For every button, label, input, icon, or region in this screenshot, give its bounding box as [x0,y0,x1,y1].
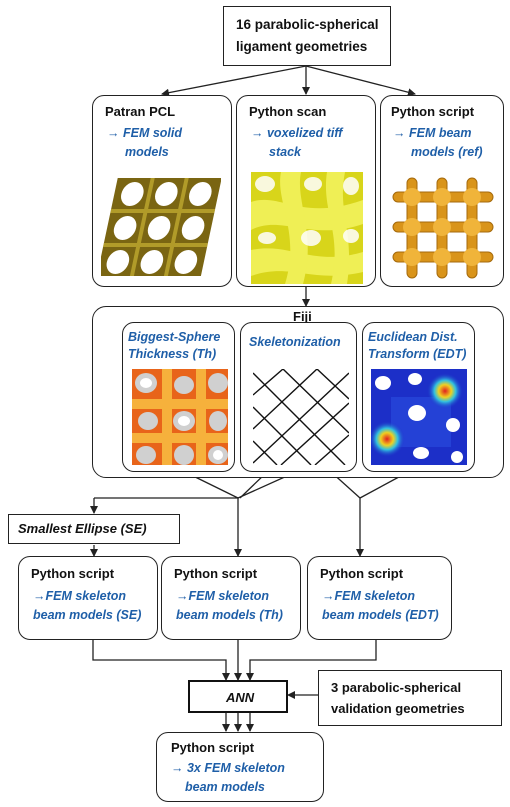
edt-label-line1: Euclidean Dist. [368,330,458,344]
thickness-map-image [132,369,228,465]
thickness-label: Biggest-Sphere Thickness (Th) [128,329,220,363]
python-script-ref-output: → FEM beam models (ref) [393,124,483,162]
arrow-right-icon: → [251,126,264,140]
python-script-th-output-line1: →FEM skeleton [176,589,270,603]
python-scan-output-line1: voxelized tiff [266,126,343,140]
edt-label: Euclidean Dist. Transform (EDT) [368,329,466,363]
thickness-label-line1: Biggest-Sphere [128,330,221,344]
validation-line2: validation geometries [331,701,465,716]
python-script-se-output-line1: →FEM skeleton [33,589,127,603]
thickness-label-line2: Thickness (Th) [128,347,217,361]
python-scan-output-line2: stack [269,145,301,159]
input-geometries-line1: 16 parabolic-spherical [236,17,379,32]
python-script-th-output-line2: beam models (Th) [176,608,283,622]
fiji-title: Fiji [293,309,312,324]
arrow-right-icon: → [107,126,120,140]
fem-beam-model-image [387,172,499,284]
arrow-right-icon: → [393,126,406,140]
input-geometries-box: 16 parabolic-spherical ligament geometri… [223,6,391,66]
final-python-script-output-line1: → 3x FEM skeleton [171,761,285,775]
skeletonization-label-line1: Skeletonization [249,335,341,349]
fem-solid-model-image [101,172,221,282]
python-script-th-box: Python script →FEM skeleton beam models … [161,556,301,640]
final-python-script-title: Python script [171,740,255,755]
python-script-ref-box: Python script → FEM beam models (ref) [380,95,504,287]
validation-line1: 3 parabolic-spherical [331,680,462,695]
thickness-panel: Biggest-Sphere Thickness (Th) [122,322,235,472]
patran-pcl-output-line1: FEM solid [122,126,183,140]
final-python-script-output: → 3x FEM skeleton beam models [171,759,285,797]
edt-map-image [371,369,467,465]
python-script-edt-box: Python script →FEM skeleton beam models … [307,556,452,640]
python-script-ref-title: Python script [391,104,475,119]
ann-box: ANN [188,680,288,713]
python-script-ref-output-line1: FEM beam [408,126,472,140]
python-scan-output: → voxelized tiff stack [251,124,342,162]
ann-label: ANN [226,690,255,705]
python-script-ref-output-line2: models (ref) [411,145,483,159]
python-script-se-output-line2: beam models (SE) [33,608,142,622]
final-python-script-output-line2: beam models [185,780,265,794]
edt-panel: Euclidean Dist. Transform (EDT) [362,322,475,472]
python-script-th-output: →FEM skeleton beam models (Th) [176,587,283,625]
python-script-edt-title: Python script [320,566,404,581]
edt-label-line2: Transform (EDT) [368,347,467,361]
final-python-script-box: Python script → 3x FEM skeleton beam mod… [156,732,324,802]
python-script-se-title: Python script [31,566,115,581]
skeletonization-label: Skeletonization [249,333,341,352]
python-script-se-output: →FEM skeleton beam models (SE) [33,587,141,625]
smallest-ellipse-box: Smallest Ellipse (SE) [8,514,180,544]
patran-pcl-box: Patran PCL → FEM solid models [92,95,232,287]
python-script-edt-output-line1: →FEM skeleton [322,589,416,603]
patran-pcl-title: Patran PCL [105,104,176,119]
python-scan-title: Python scan [249,104,327,119]
python-scan-box: Python scan → voxelized tiff stack [236,95,376,287]
python-script-edt-output-line2: beam models (EDT) [322,608,439,622]
patran-pcl-output-line2: models [125,145,169,159]
python-script-edt-output: →FEM skeleton beam models (EDT) [322,587,439,625]
voxelized-stack-image [251,172,363,284]
python-script-se-box: Python script →FEM skeleton beam models … [18,556,158,640]
python-script-th-title: Python script [174,566,258,581]
smallest-ellipse-label: Smallest Ellipse (SE) [18,521,147,536]
input-geometries-line2: ligament geometries [236,39,368,54]
skeleton-image [253,369,349,465]
validation-geometries-box: 3 parabolic-spherical validation geometr… [318,670,502,726]
skeletonization-panel: Skeletonization [240,322,357,472]
patran-pcl-output: → FEM solid models [107,124,182,162]
